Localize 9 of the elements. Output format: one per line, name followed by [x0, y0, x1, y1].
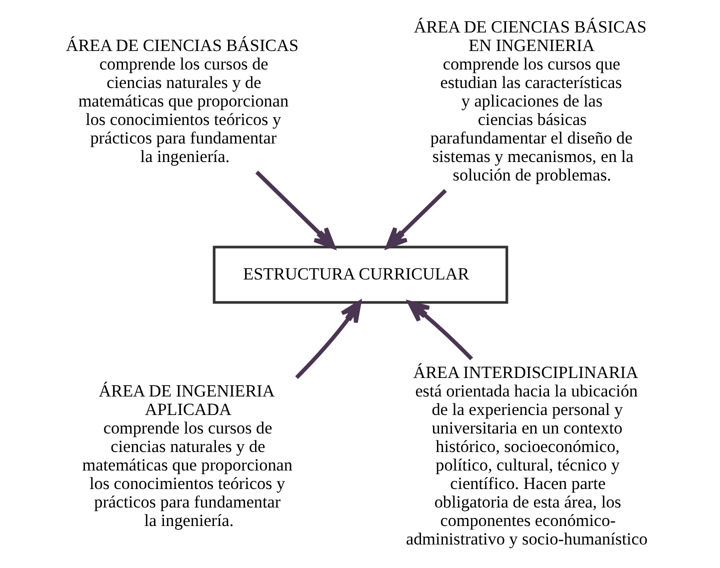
- arrow: [385, 188, 446, 249]
- node-text: ÁREA DE CIENCIAS BÁSICAS comprende los cursos de ciencias naturales y de matemáticas que proporcionan los conocimientos teóricos y prácticos para fundamentar la ingeniería.: [65, 36, 298, 166]
- arrow: [407, 300, 473, 360]
- node-text: ÁREA DE INGENIERIA APLICADA comprende los cursos de ciencias naturales y de matemáticas que proporcionan los conocimientos teóricos y prácticos para fundamentar la ingeniería.: [82, 382, 292, 530]
- node-box: ESTRUCTURA CURRICULAR: [212, 246, 508, 304]
- arrow: [294, 300, 361, 379]
- node-text: ÁREA DE CIENCIAS BÁSICAS EN INGENIERIA comprende los cursos que estudian las características y aplicaciones de las ciencias básicas parafundamentar el diseño de sistemas y mecanismos, en la solución de problemas.: [413, 18, 646, 184]
- arrow: [254, 170, 335, 250]
- node-text: ÁREA INTERDISCIPLINARIA está orientada hacia la ubicación de la experiencia personal y universitaria en un contexto histórico, socioeconómico, político, cultural, técnico y científico. Hacen parte obligatoria de esta área, los componentes económico-administrativo y socio-humanístico: [405, 363, 648, 548]
